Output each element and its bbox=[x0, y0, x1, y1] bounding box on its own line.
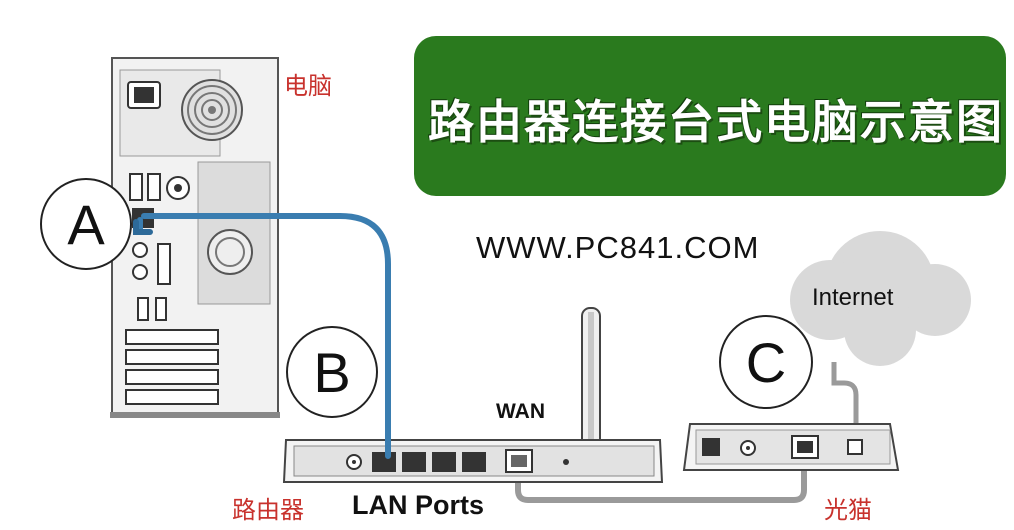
page-title: 路由器连接台式电脑示意图 bbox=[428, 95, 1004, 149]
modem-line-port-icon bbox=[847, 439, 863, 455]
lan-port-icon bbox=[432, 452, 456, 472]
marker-a-letter: A bbox=[67, 193, 105, 256]
lan-ports-label: LAN Ports bbox=[352, 490, 485, 520]
audio-jack-icon bbox=[132, 242, 148, 258]
internet-cable bbox=[831, 362, 859, 445]
speaker-icon bbox=[207, 229, 253, 275]
usb-port-icon bbox=[147, 173, 161, 201]
expansion-slot bbox=[125, 369, 219, 385]
lan-port-icon bbox=[402, 452, 426, 472]
audio-jack-icon bbox=[132, 264, 148, 280]
desktop-tower bbox=[110, 57, 280, 418]
expansion-slot bbox=[125, 389, 219, 405]
router-device bbox=[282, 307, 664, 483]
marker-c-letter: C bbox=[746, 331, 786, 394]
lan-port-icon bbox=[462, 452, 486, 472]
marker-c: C bbox=[719, 315, 813, 409]
marker-b: B bbox=[286, 326, 378, 418]
wan-label: WAN bbox=[496, 400, 545, 423]
usb-port-icon bbox=[129, 173, 143, 201]
title-banner bbox=[414, 36, 1006, 196]
lan-port-icon bbox=[372, 452, 396, 472]
modem-device bbox=[682, 423, 900, 471]
expansion-slot bbox=[125, 329, 219, 345]
modem-label: 光猫 bbox=[824, 496, 872, 524]
fan-icon bbox=[181, 79, 243, 141]
website-url: WWW.PC841.COM bbox=[476, 230, 760, 265]
wan-cable bbox=[515, 449, 807, 503]
internet-cloud bbox=[790, 231, 971, 366]
marker-b-letter: B bbox=[313, 341, 350, 404]
internet-label: Internet bbox=[812, 284, 894, 311]
modem-power-jack-icon bbox=[702, 438, 720, 456]
computer-label: 电脑 bbox=[284, 72, 332, 100]
expansion-slot bbox=[125, 349, 219, 365]
router-label: 路由器 bbox=[232, 496, 304, 524]
marker-a: A bbox=[40, 178, 132, 270]
